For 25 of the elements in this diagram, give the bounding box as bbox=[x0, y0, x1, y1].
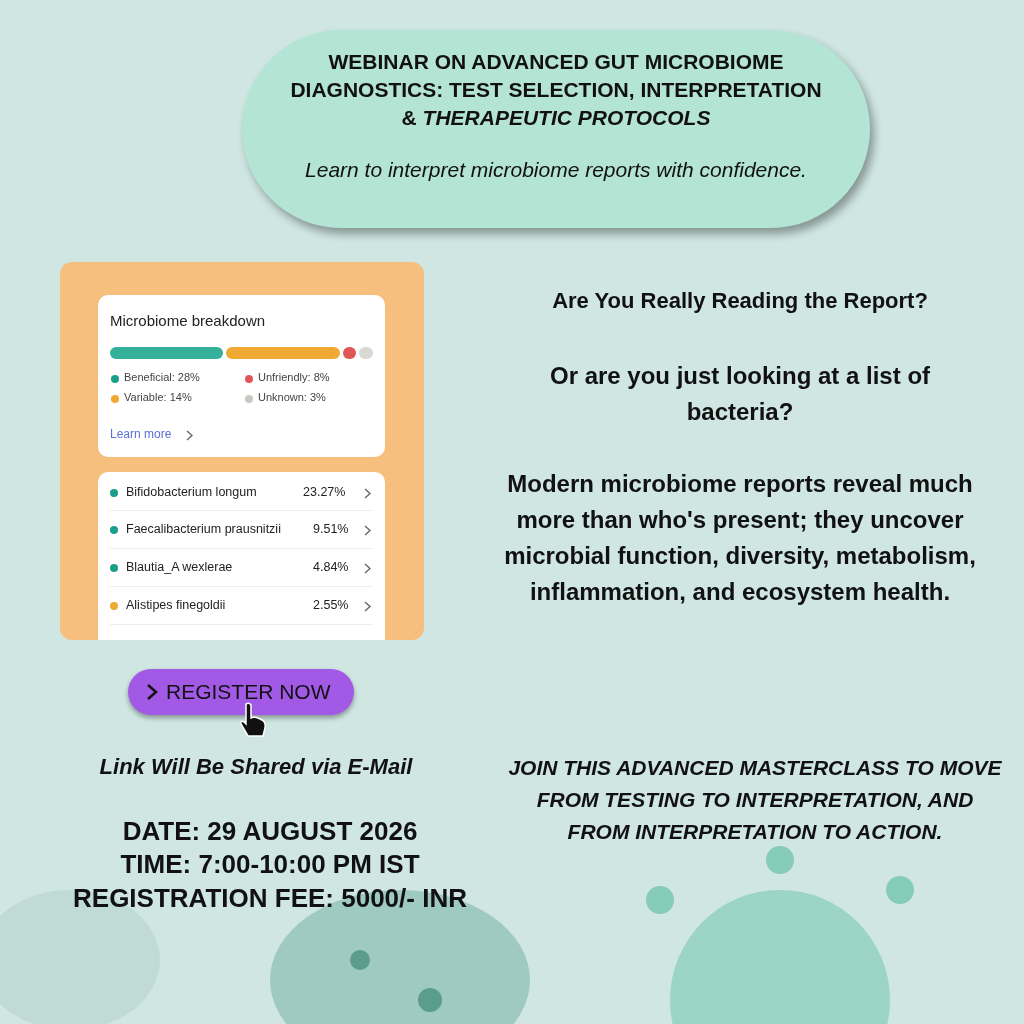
date-text: DATE: 29 AUGUST 2026 bbox=[121, 815, 419, 848]
time-text: TIME: 7:00-10:00 PM IST bbox=[119, 848, 421, 881]
legend-text: Unfriendly: 8% bbox=[258, 371, 330, 385]
percentage: 2.55% bbox=[313, 598, 349, 614]
card-heading: Microbiome breakdown bbox=[110, 312, 266, 331]
legend-text: Beneficial: 28% bbox=[124, 371, 200, 385]
species-name: Faecalibacterium prausnitzii bbox=[126, 522, 281, 538]
body-text: Modern microbiome reports reveal much more than who's present; they uncover microbial function, diversity, metabolism, inflammation, and ecosystem health. bbox=[503, 469, 977, 607]
species-name: Blautia_A wexlerae bbox=[126, 560, 233, 576]
legend-text: Unknown: 3% bbox=[258, 391, 326, 405]
subtitle: Learn to interpret microbiome reports with confidence. bbox=[304, 157, 808, 183]
species-name: Alistipes finegoldii bbox=[126, 598, 226, 614]
call-to-action: JOIN THIS ADVANCED MASTERCLASS TO MOVE FROM TESTING TO INTERPRETATION, AND FROM INTERPRETATION TO ACTION. bbox=[507, 755, 1003, 845]
legend-text: Variable: 14% bbox=[124, 391, 192, 405]
species-name: Bifidobacterium longum bbox=[126, 485, 257, 501]
question-text: Are You Really Reading the Report? bbox=[551, 287, 929, 315]
question-text: Or are you just looking at a list of bacteria? bbox=[548, 361, 932, 427]
fee-text: REGISTRATION FEE: 5000/- INR bbox=[72, 882, 468, 915]
learn-more-link: Learn more bbox=[110, 427, 172, 442]
info-text: Link Will Be Shared via E-Mail bbox=[98, 753, 414, 781]
percentage: 23.27% bbox=[303, 485, 346, 501]
percentage: 9.51% bbox=[313, 522, 349, 538]
title: WEBINAR ON ADVANCED GUT MICROBIOME DIAGNOSTICS: TEST SELECTION, INTERPRETATION & THERAPEUTIC PROTOCOLS bbox=[289, 49, 823, 131]
percentage: 4.84% bbox=[313, 560, 349, 576]
register-button: REGISTER NOW bbox=[128, 669, 354, 715]
